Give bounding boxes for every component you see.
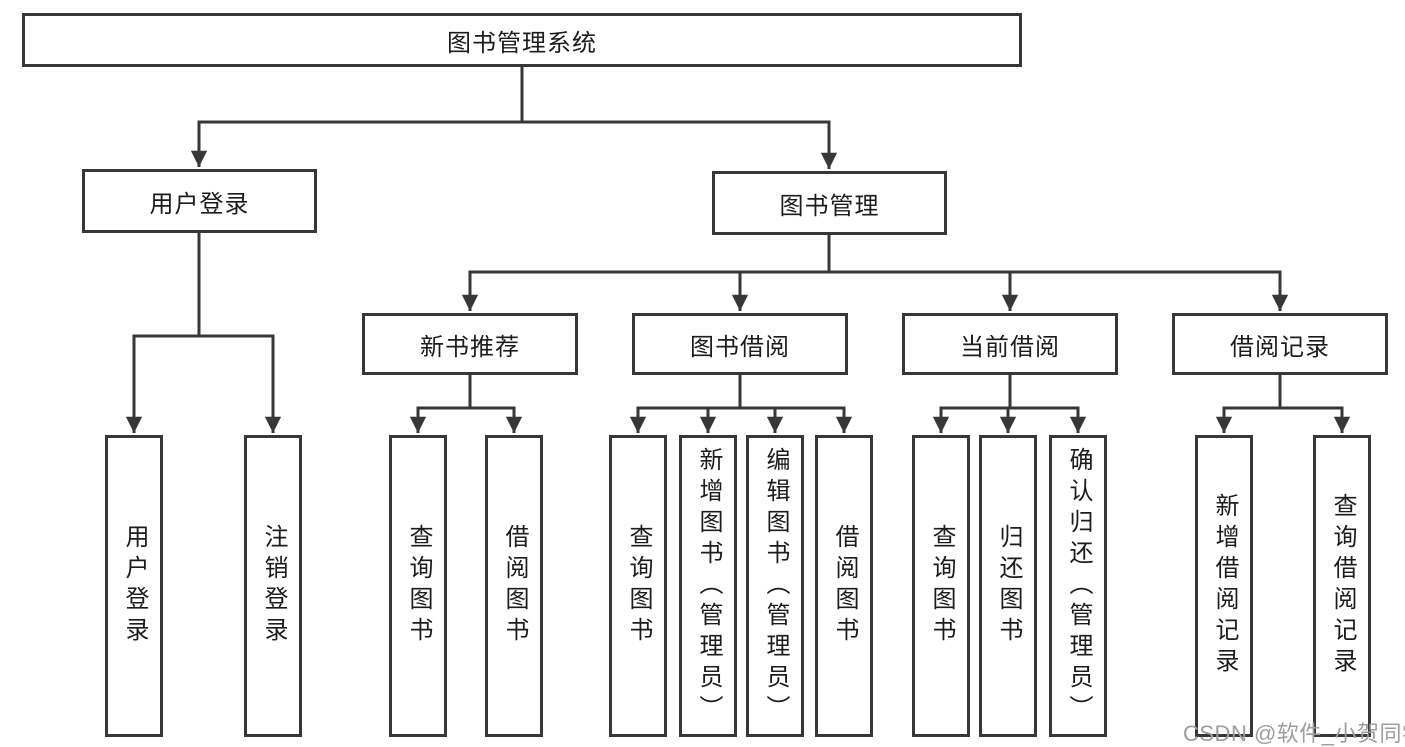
leaf-query-books-current-label: 查询图书 — [928, 524, 955, 648]
leaf-edit-books-admin-label: 编辑图书（管理员） — [762, 446, 789, 726]
leaf-logout: 注销登录 — [244, 435, 302, 737]
leaf-query-borrow-record-label: 查询借阅记录 — [1329, 493, 1356, 679]
node-user-login-label: 用户登录 — [149, 190, 250, 218]
leaf-query-books-recommend: 查询图书 — [389, 435, 447, 737]
leaf-confirm-return-admin: 确认归还（管理员） — [1049, 435, 1107, 737]
leaf-query-books-current: 查询图书 — [912, 435, 970, 737]
node-current-borrowing-label: 当前借阅 — [960, 333, 1060, 361]
node-new-book-recommendation: 新书推荐 — [362, 313, 578, 375]
leaf-add-books-admin-label: 新增图书（管理员） — [695, 446, 722, 726]
node-user-login: 用户登录 — [82, 169, 317, 233]
leaf-borrow-books: 借阅图书 — [815, 435, 873, 737]
node-book-management-label: 图书管理 — [779, 192, 880, 220]
leaf-add-borrow-record-label: 新增借阅记录 — [1211, 493, 1238, 679]
node-root: 图书管理系统 — [22, 13, 1022, 67]
leaf-user-login-label: 用户登录 — [121, 524, 148, 648]
node-borrowing-records-label: 借阅记录 — [1230, 333, 1330, 361]
leaf-query-books-borrow-label: 查询图书 — [625, 524, 652, 648]
node-new-book-recommendation-label: 新书推荐 — [420, 333, 520, 361]
node-root-label: 图书管理系统 — [447, 29, 597, 57]
node-book-management: 图书管理 — [712, 171, 947, 235]
leaf-confirm-return-admin-label: 确认归还（管理员） — [1065, 446, 1092, 726]
node-book-borrowing-label: 图书借阅 — [690, 333, 790, 361]
csdn-watermark: CSDN @软件_小贺同学 — [1183, 721, 1405, 746]
leaf-return-books-label: 归还图书 — [995, 524, 1022, 648]
leaf-query-books-borrow: 查询图书 — [609, 435, 667, 737]
leaf-query-books-recommend-label: 查询图书 — [405, 524, 432, 648]
leaf-borrow-books-recommend-label: 借阅图书 — [501, 524, 528, 648]
node-current-borrowing: 当前借阅 — [902, 313, 1118, 375]
leaf-borrow-books-recommend: 借阅图书 — [485, 435, 543, 737]
leaf-return-books: 归还图书 — [979, 435, 1037, 737]
node-book-borrowing: 图书借阅 — [632, 313, 848, 375]
node-borrowing-records: 借阅记录 — [1172, 313, 1388, 375]
leaf-add-borrow-record: 新增借阅记录 — [1195, 435, 1253, 737]
leaf-logout-label: 注销登录 — [260, 524, 287, 648]
leaf-borrow-books-label: 借阅图书 — [831, 524, 858, 648]
leaf-query-borrow-record: 查询借阅记录 — [1313, 435, 1371, 737]
leaf-edit-books-admin: 编辑图书（管理员） — [746, 435, 804, 737]
leaf-add-books-admin: 新增图书（管理员） — [679, 435, 737, 737]
leaf-user-login: 用户登录 — [105, 435, 163, 737]
